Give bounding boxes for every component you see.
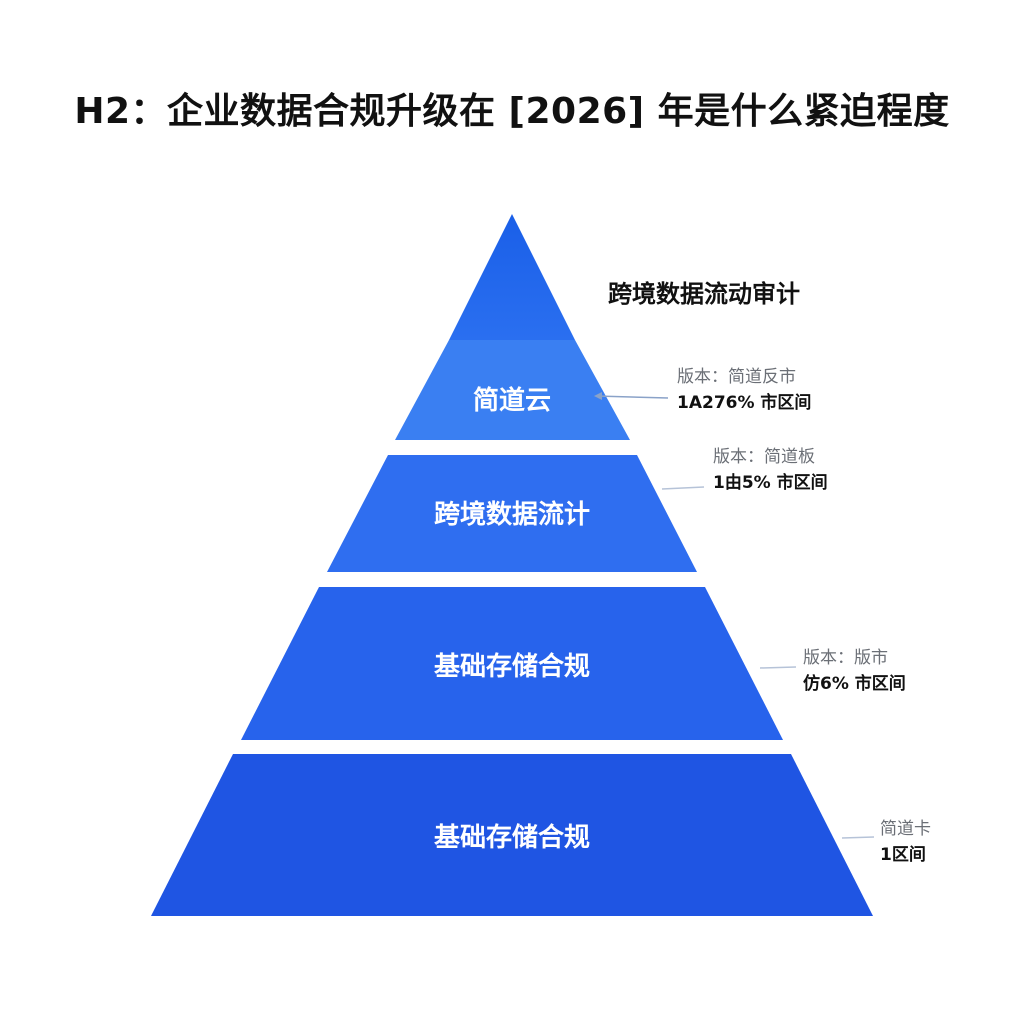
callout-4: 简道卡 1区间 (880, 816, 931, 868)
callout-1: 版本：简道反市 1A276% 市区间 (677, 364, 811, 416)
pyramid-tier-4: 基础存储合规 (151, 754, 873, 916)
callout-2-range: 1由5% 市区间 (713, 473, 828, 493)
callout-2-version: 版本：简道板 (713, 447, 815, 467)
apex-label: 跨境数据流动审计 (608, 280, 800, 308)
callout-4-range: 1区间 (880, 845, 926, 865)
pyramid-tier-1: 简道云 (395, 340, 630, 440)
callout-connector-1-arrow (594, 392, 602, 400)
callout-connector-1 (595, 395, 669, 399)
callout-3-version: 版本：版市 (803, 648, 888, 668)
pyramid-tier-3-shape (241, 587, 783, 740)
callout-1-version: 版本：简道反市 (677, 367, 796, 387)
pyramid-tier-3: 基础存储合规 (241, 587, 783, 740)
callout-connector-4 (841, 836, 875, 839)
pyramid-tier-2-shape (327, 455, 697, 572)
callout-3: 版本：版市 仿6% 市区间 (803, 645, 906, 697)
callout-connector-3 (759, 666, 797, 669)
callout-3-range: 仿6% 市区间 (803, 674, 906, 694)
pyramid-apex (449, 214, 575, 340)
pyramid-tier-1-shape (395, 340, 630, 440)
pyramid-tier-2: 跨境数据流计 (327, 455, 697, 572)
pyramid-tier-4-label: 基础存储合规 (434, 822, 590, 853)
callout-2: 版本：简道板 1由5% 市区间 (713, 444, 828, 496)
pyramid-tier-1-label: 简道云 (473, 385, 551, 416)
pyramid-tier-2-label: 跨境数据流计 (434, 499, 590, 530)
pyramid-tier-3-label: 基础存储合规 (434, 651, 590, 682)
page-title: H2：企业数据合规升级在 [2026] 年是什么紧迫程度 (74, 91, 950, 132)
pyramid-tier-4-shape (151, 754, 873, 916)
callout-connector-2 (661, 486, 705, 490)
callout-1-range: 1A276% 市区间 (677, 393, 812, 413)
callout-4-version: 简道卡 (880, 819, 931, 839)
